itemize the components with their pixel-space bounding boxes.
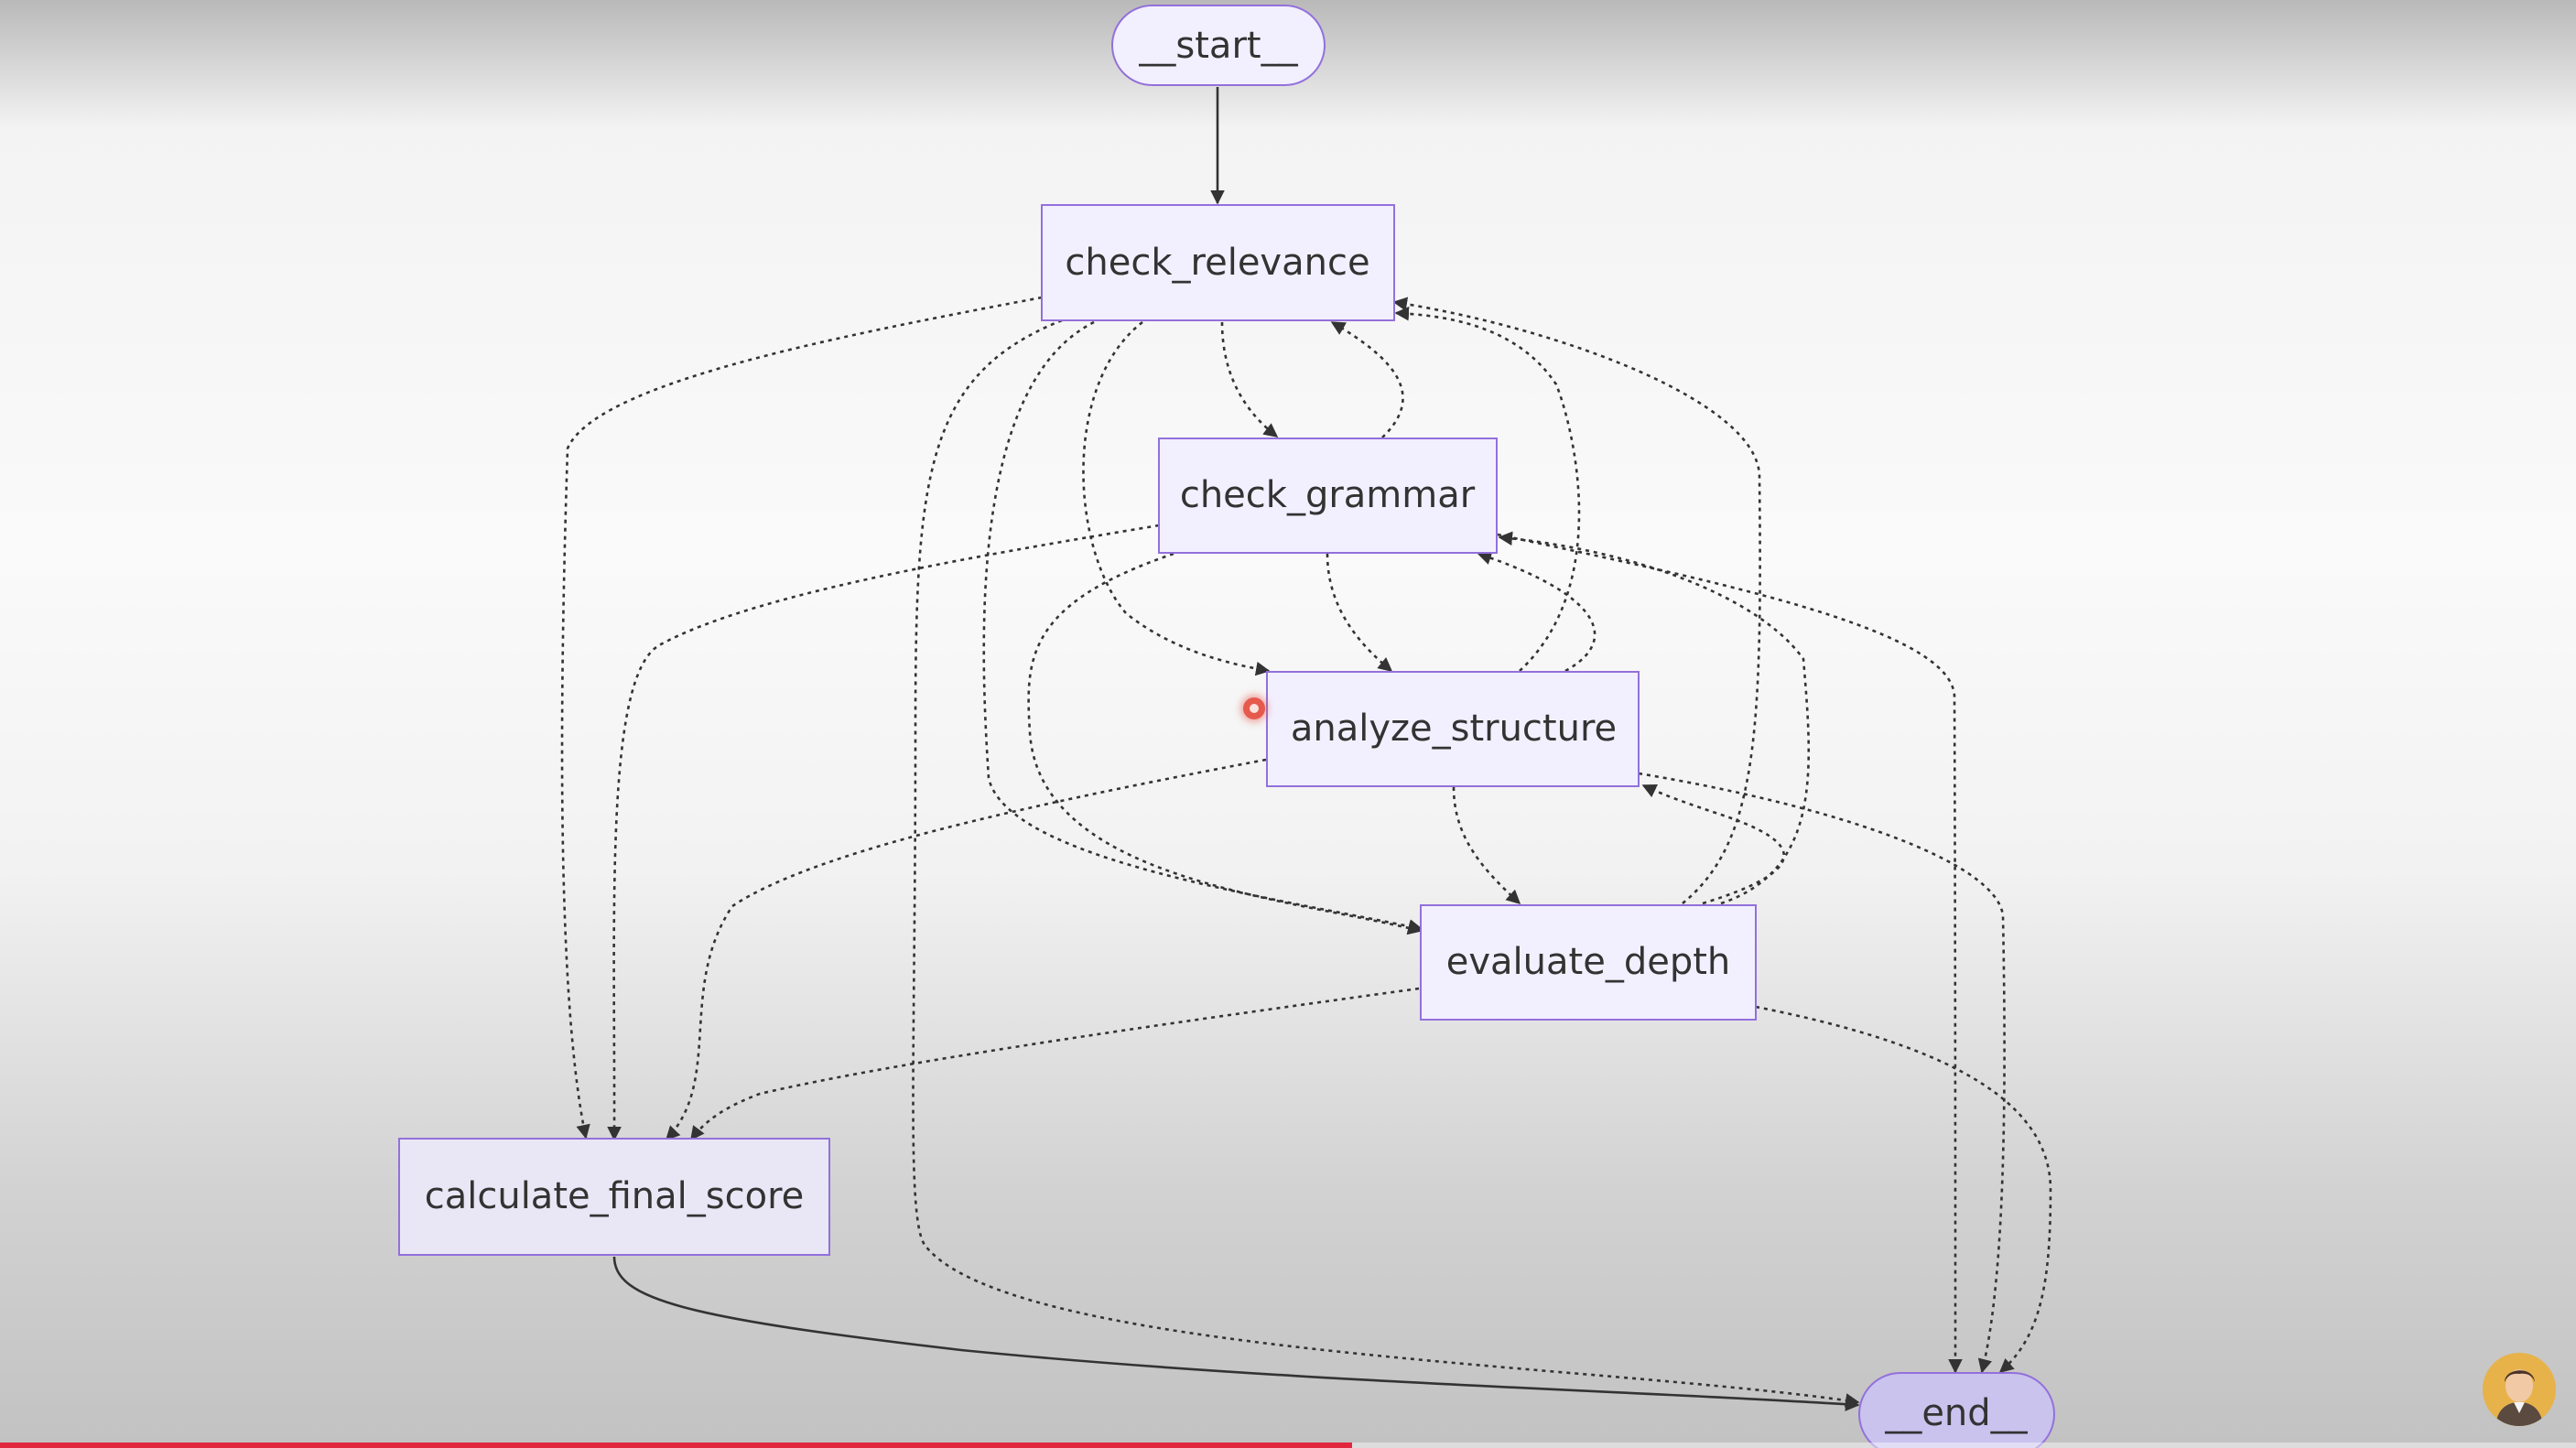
- edge-evaluate-depth-to-check-relevance: [1392, 297, 1761, 905]
- edge-evaluate-depth-to-end: [1755, 1005, 2052, 1374]
- edge-analyze-structure-to-calculate-final-score: [665, 758, 1267, 1141]
- node-label-calculate-final-score: calculate_final_score: [425, 1175, 805, 1217]
- edge-check-grammar-to-calculate-final-score: [607, 524, 1160, 1141]
- edges-layer: [560, 87, 2052, 1411]
- node-analyze-structure[interactable]: analyze_structure: [1266, 671, 1640, 787]
- node-check-relevance[interactable]: check_relevance: [1041, 204, 1395, 321]
- edge-check-grammar-to-check-relevance: [1330, 320, 1404, 438]
- edge-check-relevance-to-evaluate-depth: [982, 320, 1423, 934]
- node-end[interactable]: __end__: [1858, 1372, 2055, 1448]
- cursor-indicator: [1243, 697, 1265, 719]
- edge-check-relevance-to-end: [912, 319, 1860, 1408]
- edge-analyze-structure-to-check-relevance: [1394, 306, 1581, 672]
- video-progress-bar[interactable]: [0, 1443, 2576, 1448]
- nodes-layer: __start__ check_relevance check_grammar …: [398, 5, 2055, 1448]
- node-evaluate-depth[interactable]: evaluate_depth: [1420, 904, 1757, 1021]
- edge-evaluate-depth-to-check-grammar: [1498, 531, 1811, 905]
- node-start[interactable]: __start__: [1111, 5, 1326, 86]
- edge-analyze-structure-to-evaluate-depth: [1452, 786, 1521, 905]
- edge-check-relevance-to-analyze-structure: [1082, 320, 1271, 676]
- edge-check-relevance-to-check-grammar: [1220, 321, 1279, 438]
- edge-check-grammar-to-evaluate-depth: [1027, 552, 1423, 935]
- edge-evaluate-depth-to-analyze-structure: [1641, 783, 1786, 905]
- node-check-grammar[interactable]: check_grammar: [1158, 438, 1498, 554]
- edge-evaluate-depth-to-calculate-final-score: [689, 987, 1420, 1141]
- edge-analyze-structure-to-end: [1638, 772, 2006, 1374]
- node-label-start: __start__: [1138, 25, 1298, 67]
- node-label-check-relevance: check_relevance: [1065, 242, 1369, 284]
- edge-check-grammar-to-end: [1497, 533, 1963, 1374]
- avatar-icon: [2483, 1353, 2556, 1426]
- edge-check-grammar-to-analyze-structure: [1326, 553, 1393, 673]
- edge-calculate-final-score-to-end: [612, 1256, 1860, 1411]
- edge-analyze-structure-to-check-grammar: [1477, 551, 1596, 673]
- node-label-analyze-structure: analyze_structure: [1291, 708, 1617, 750]
- channel-avatar[interactable]: [2483, 1353, 2556, 1426]
- node-calculate-final-score[interactable]: calculate_final_score: [398, 1138, 830, 1256]
- video-progress-fill: [0, 1443, 1353, 1448]
- node-label-check-grammar: check_grammar: [1180, 474, 1476, 516]
- edge-check-relevance-to-calculate-final-score: [560, 296, 1043, 1140]
- node-label-end: __end__: [1884, 1392, 2028, 1434]
- node-label-evaluate-depth: evaluate_depth: [1446, 941, 1731, 983]
